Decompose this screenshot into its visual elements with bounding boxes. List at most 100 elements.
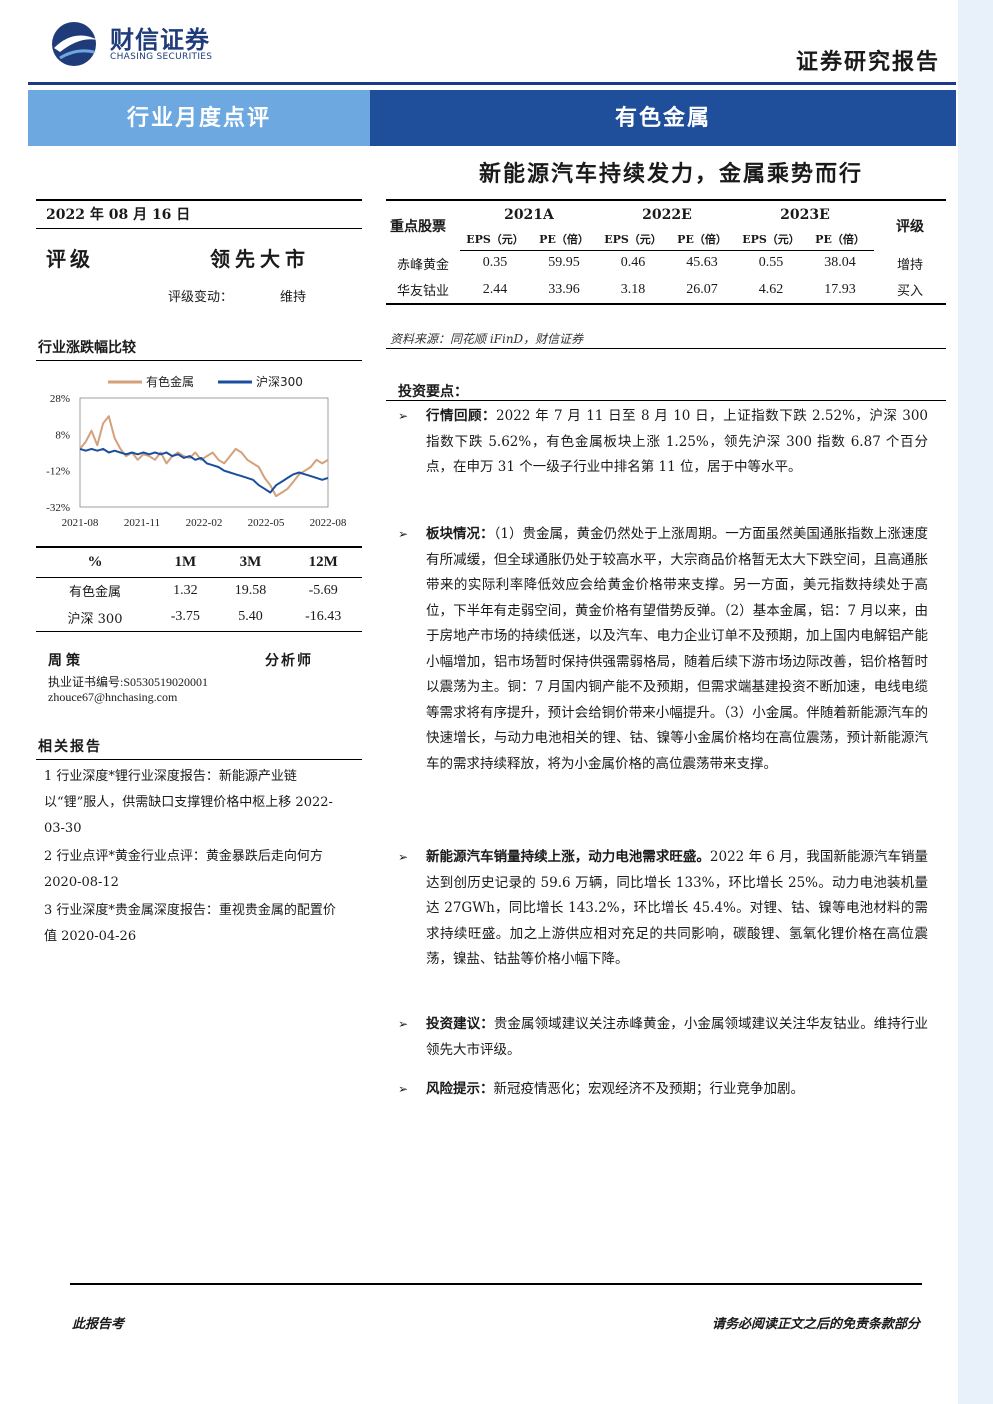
stock-value: 4.62	[736, 276, 806, 305]
point-text: 2022 年 7 月 11 日至 8 月 10 日，上证指数下跌 2.52%，沪…	[426, 408, 929, 475]
stock-value: 38.04	[824, 255, 856, 271]
banner-report-category: 行业月度点评	[28, 90, 370, 146]
perf-table-header-row: % 1M 3M 12M	[36, 546, 362, 578]
analyst-role: 分析师	[265, 653, 313, 669]
stock-name: 赤峰黄金	[396, 257, 449, 273]
stock-rating: 增持	[896, 257, 923, 273]
perf-header-cell: 3M	[216, 546, 285, 578]
stock-year-header: 2021A	[460, 199, 598, 228]
legend-label: 沪深300	[256, 375, 303, 389]
x-tick-label: 2021-08	[62, 517, 99, 529]
point-text: （1）贵金属，黄金仍然处于上涨周期。一方面虽然美国通胀指数上涨速度有所减缓，但全…	[426, 526, 928, 772]
source-divider	[386, 348, 946, 349]
stock-value: 33.96	[530, 276, 598, 305]
stock-value: 59.95	[548, 255, 580, 271]
stock-table-year-row: 重点股票 2021A 2022E 2023E 评级	[386, 199, 946, 250]
related-report-item[interactable]: 2 行业点评*黄金行业点评：黄金暴跌后走向何方 2020-08-12	[44, 849, 323, 890]
rating-label: 评级	[46, 247, 94, 271]
series-line	[79, 415, 329, 498]
related-reports-divider	[36, 759, 362, 760]
stock-rating: 买入	[874, 276, 946, 305]
analyst-certificate: 执业证书编号:S0530519020001	[48, 675, 209, 689]
investment-point: ➢ 新能源汽车销量持续上涨，动力电池需求旺盛。2022 年 6 月，我国新能源汽…	[398, 845, 928, 973]
banner-industry-text: 有色金属	[614, 105, 711, 131]
x-tick-label: 2022-08	[310, 517, 347, 529]
bullet-arrow-icon: ➢	[398, 409, 409, 423]
bullet-arrow-icon: ➢	[398, 1082, 409, 1096]
stock-subheader: PE（倍）	[806, 228, 874, 251]
stock-value: 0.55	[758, 255, 784, 271]
chasing-securities-logo	[52, 22, 98, 66]
logo-text-en: CHASING SECURITIES	[110, 52, 213, 62]
y-tick-label: 28%	[50, 393, 70, 405]
related-report-item[interactable]: 3 行业深度*贵金属深度报告：重视贵金属的配置价值 2020-04-26	[44, 903, 336, 944]
rating-value: 领先大市	[210, 247, 310, 271]
key-stocks-table: 重点股票 2021A 2022E 2023E 评级 EPS（元） PE（倍） E…	[386, 199, 946, 305]
investment-point: ➢ 板块情况：（1）贵金属，黄金仍然处于上涨周期。一方面虽然美国通胀指数上涨速度…	[398, 522, 928, 777]
table-row: 赤峰黄金 0.35 59.95 0.46 45.63 0.55 38.04 增持	[386, 250, 946, 276]
perf-header-cell: 12M	[284, 546, 362, 578]
report-title: 新能源汽车持续发力，金属乘势而行	[478, 161, 863, 187]
stock-subheader: PE（倍）	[530, 228, 598, 251]
footer-divider	[70, 1283, 922, 1285]
y-tick-label: -12%	[46, 466, 70, 478]
stock-subheader: EPS（元）	[460, 228, 530, 251]
comparison-divider	[36, 360, 362, 361]
stock-value: 2.44	[460, 276, 530, 305]
analyst-email[interactable]: zhouce67@hnchasing.com	[48, 690, 178, 704]
footer-left-text: 此报告考	[72, 1317, 125, 1332]
related-reports-heading: 相关报告	[38, 739, 102, 755]
stock-subheader: EPS（元）	[598, 228, 668, 251]
investment-points-heading: 投资要点：	[398, 384, 468, 400]
stock-table-sub-row: EPS（元） PE（倍） EPS（元） PE（倍） EPS（元） PE（倍）	[386, 228, 946, 251]
plot-frame	[79, 397, 329, 508]
header-divider	[28, 82, 956, 85]
perf-cell: 1.32	[173, 582, 198, 598]
logo-text-cn: 财信证券	[110, 26, 210, 54]
perf-header-cell: %	[36, 546, 155, 578]
stock-value: 0.46	[620, 255, 646, 271]
table-row: 沪深 300 -3.75 5.40 -16.43	[36, 604, 362, 632]
point-lead: 板块情况：	[426, 526, 494, 542]
legend-label: 有色金属	[146, 374, 194, 389]
point-text: 新冠疫情恶化；宏观经济不及预期；行业竞争加剧。	[493, 1081, 805, 1097]
rating-change-label: 评级变动：	[168, 290, 234, 305]
stock-table-corner: 重点股票	[386, 199, 460, 250]
y-tick-label: 8%	[55, 429, 70, 441]
point-text: 2022 年 6 月，我国新能源汽车销量达到创历史记录的 59.6 万辆，同比增…	[426, 849, 928, 967]
stock-rating-header: 评级	[874, 199, 946, 250]
report-type-label: 证券研究报告	[795, 49, 940, 75]
stock-subheader: EPS（元）	[736, 228, 806, 251]
stock-subheader: PE（倍）	[668, 228, 736, 251]
banner-industry: 有色金属	[370, 90, 956, 146]
y-tick-label: -32%	[46, 502, 70, 514]
x-tick-label: 2022-02	[186, 517, 223, 529]
analyst-name: 周策	[48, 653, 84, 669]
bullet-arrow-icon: ➢	[398, 1017, 409, 1031]
stock-year-header: 2022E	[598, 199, 736, 228]
perf-cell: -3.75	[154, 604, 217, 632]
related-reports-list: 1 行业深度*锂行业深度报告：新能源产业链以“锂”服人，供需缺口支撑锂价格中枢上…	[44, 764, 344, 952]
table-row: 华友钴业 2.44 33.96 3.18 26.07 4.62 17.93 买入	[386, 276, 946, 305]
point-lead: 行情回顾：	[426, 408, 497, 424]
footer-disclaimer-note: 请务必阅读正文之后的免责条款部分	[711, 1317, 920, 1332]
point-lead: 投资建议：	[426, 1016, 494, 1032]
page-side-stripe	[958, 0, 993, 1404]
perf-cell: -16.43	[284, 604, 362, 632]
x-tick-label: 2021-11	[124, 517, 160, 529]
bullet-arrow-icon: ➢	[398, 527, 409, 541]
data-source-note: 资料来源：同花顺 iFinD，财信证券	[390, 332, 584, 346]
point-lead: 风险提示：	[426, 1081, 494, 1097]
x-tick-label: 2022-05	[248, 517, 285, 529]
series-line	[79, 447, 329, 494]
related-report-item[interactable]: 1 行业深度*锂行业深度报告：新能源产业链以“锂”服人，供需缺口支撑锂价格中枢上…	[44, 769, 333, 836]
stock-value: 3.18	[598, 276, 668, 305]
performance-table: % 1M 3M 12M 有色金属 1.32 19.58 -5.69 沪深 300…	[36, 546, 362, 632]
perf-cell-name: 有色金属	[69, 585, 122, 601]
point-text: 贵金属领域建议关注赤峰黄金，小金属领域建议关注华友钴业。维持行业领先大市评级。	[426, 1016, 929, 1058]
perf-cell: 5.40	[216, 604, 285, 632]
perf-cell: -5.69	[308, 582, 338, 598]
report-date: 2022 年 08 月 16 日	[46, 207, 191, 223]
perf-cell: 19.58	[234, 582, 267, 598]
stock-value: 45.63	[686, 255, 718, 271]
